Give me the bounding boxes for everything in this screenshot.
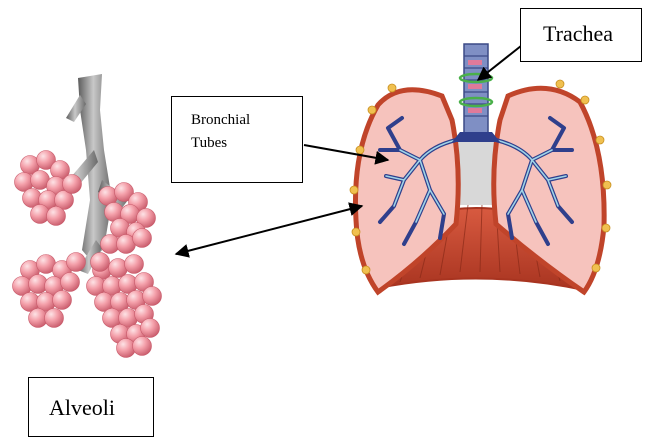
bronchial-label-line2: Tubes xyxy=(191,132,302,155)
diagram-canvas xyxy=(0,0,650,428)
bronchial-label-line1: Bronchial xyxy=(191,109,302,132)
alveoli-cluster-illustration xyxy=(13,74,162,358)
trachea-label-box: Trachea xyxy=(520,8,642,62)
trachea-label: Trachea xyxy=(543,21,613,46)
bronchial-tubes-label-box: Bronchial Tubes xyxy=(171,96,303,183)
alveoli-double-arrow xyxy=(176,206,362,254)
lungs-illustration xyxy=(350,44,611,292)
alveoli-label-box: Alveoli xyxy=(28,377,154,437)
alveoli-label: Alveoli xyxy=(49,395,115,420)
